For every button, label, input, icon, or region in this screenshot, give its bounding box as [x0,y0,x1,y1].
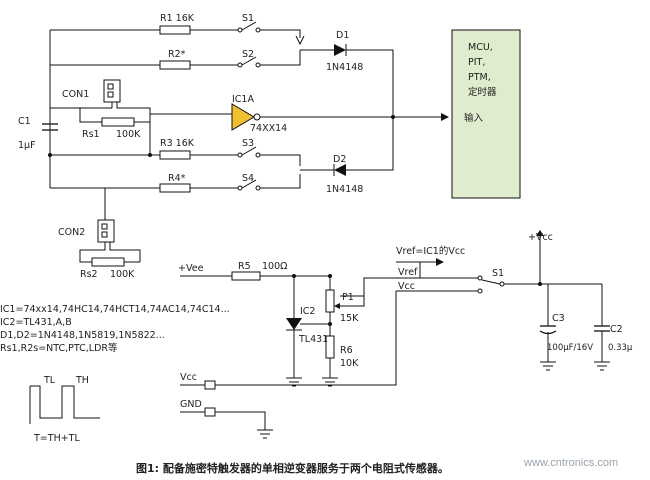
upper-sensor-circuit [42,21,449,267]
r2-label: R2* [168,49,186,60]
ic1a-label: IC1A [232,94,254,105]
s1-top-label: S1 [242,13,254,24]
component-labels: R1 16K S1 D1 1N4148 R2* S2 CON1 Rs1 100K… [18,13,633,410]
r4-label: R4* [168,173,186,184]
note-line-3: D1,D2=1N4148,1N5819,1N5822... [0,330,165,341]
r3-label: R3 16K [160,138,195,149]
d2-part-label: 1N4148 [326,184,363,195]
tl431-regulator [286,318,302,330]
note-line-2: IC2=TL431,A,B [0,317,72,328]
p1-label: P1 [342,292,354,303]
s4-label: S4 [242,173,254,184]
rs2-value: 100K [110,269,135,280]
vref-label: Vref [398,267,418,278]
rs1-resistor [101,117,135,127]
figure-caption: 图1: 配备施密特触发器的单相逆变器服务于两个电阻式传感器。 [136,461,449,475]
con2-label: CON2 [58,227,85,238]
d1-diode [334,44,346,56]
note-line-4: Rs1,R2s=NTC,PTC,LDR等 [0,342,118,354]
r5-value: 100Ω [262,261,287,272]
c2-label: C2 [610,324,623,335]
con1-connector [103,79,121,103]
rs2-label: Rs2 [80,269,98,280]
c2-value: 0.33μ [608,343,633,353]
vee-label: +Vee [178,263,204,274]
c3-label: C3 [552,313,565,324]
vcc-switch-label: Vcc [398,281,415,292]
r2-resistor [159,60,191,70]
r4-resistor [159,183,191,193]
r6-value: 10K [340,358,359,369]
square-waveform [30,385,100,419]
ic1a-part: 74XX14 [250,123,287,134]
p1-value: 15K [340,313,359,324]
r6-label: R6 [340,345,353,356]
mcu-box [451,29,521,199]
rs1-value: 100K [116,129,141,140]
r5-resistor [231,271,261,281]
ic2-part: TL431 [298,334,328,345]
mcu-input-label: 输入 [464,112,484,124]
r5-label: R5 [238,261,251,272]
d2-label: D2 [333,154,346,165]
reference-supply-circuit [180,230,610,439]
d1-part-label: 1N4148 [326,62,363,73]
rs1-label: Rs1 [82,129,100,140]
mcu-line-2: PIT, [468,57,485,68]
notes-block: IC1=74xx14,74HC14,74HCT14,74AC14,74C14..… [0,304,230,354]
vref-ic1-label: Vref=IC1的Vcc [396,245,465,257]
rs2-resistor [91,257,125,267]
waveform-th: TH [75,375,89,386]
p1-potentiometer [325,289,335,313]
s3-label: S3 [242,138,254,149]
gnd-pin-label: GND [180,399,202,410]
con1-label: CON1 [62,89,89,100]
r1-label: R1 16K [160,13,195,24]
vcc-pin-label: Vcc [180,372,197,383]
watermark: www.cntronics.com [523,457,618,469]
c1-label: C1 [18,116,31,127]
con2-connector [97,219,115,243]
mcu-line-3: PTM, [468,72,491,83]
ic2-label: IC2 [300,306,315,317]
mcu-line-4: 定时器 [468,86,497,98]
c1-value: 1μF [18,140,36,151]
ic1a-inverter [231,103,255,131]
r3-resistor [159,150,191,160]
d1-label: D1 [336,30,349,41]
c3-value: 100μF/16V [547,343,593,353]
waveform-tl: TL [43,375,56,386]
mcu-box-text: MCU, PIT, PTM, 定时器 输入 [464,42,497,124]
mcu-line-1: MCU, [468,42,493,53]
s2-label: S2 [242,49,254,60]
d2-diode [334,164,346,176]
vcc-top-label: +Vcc [528,232,553,243]
note-line-1: IC1=74xx14,74HC14,74HCT14,74AC14,74C14..… [0,304,230,315]
waveform-formula: T=TH+TL [33,433,80,444]
s1-bottom-label: S1 [492,268,504,279]
r1-resistor [159,25,191,35]
